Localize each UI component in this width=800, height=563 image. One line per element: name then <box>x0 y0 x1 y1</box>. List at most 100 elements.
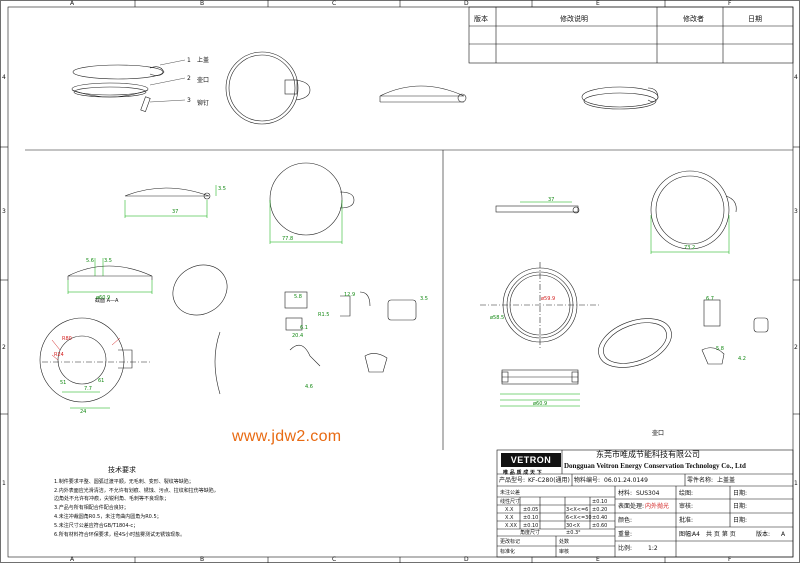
lid-hinge-details <box>701 299 769 365</box>
dim-37-b: 37 <box>548 197 555 203</box>
inner-border <box>7 6 794 558</box>
check-label: 审核: <box>679 503 694 510</box>
tol-r0-c0: 线性尺寸 <box>500 499 521 505</box>
dim-r24: R24 <box>54 352 64 358</box>
side-view-1 <box>379 85 467 103</box>
format-label: 图幅: <box>679 531 694 538</box>
date-label-1: 日期: <box>733 490 748 497</box>
cover-side-view <box>124 187 211 200</box>
col-label-e-bottom: E <box>596 556 600 563</box>
tol-r0-c3: ±0.10 <box>592 499 608 505</box>
tol-r3-c1: ±0.10 <box>523 523 539 529</box>
dim-5-6: 5.6 <box>86 258 94 264</box>
col-label-f-bottom: F <box>728 556 732 563</box>
date-label-3: 日期: <box>733 517 748 524</box>
format-value: A4 <box>692 531 700 538</box>
surface-label: 表面处理: <box>618 503 645 510</box>
label-pin: 铆钉 <box>197 100 210 107</box>
dim-3-5: 3.5 <box>218 186 226 192</box>
rev-header-description: 修改说明 <box>560 15 588 23</box>
dim-4-2: 4.2 <box>738 356 746 362</box>
dim-77-8: 77.8 <box>282 236 294 242</box>
angle-label: 角度尺寸 <box>520 530 541 536</box>
dim-12-9: 12.9 <box>344 292 356 298</box>
col-label-c: C <box>332 0 337 7</box>
material-code-label: 物料编号: <box>574 477 601 484</box>
dim-6-7: 6.7 <box>706 296 714 302</box>
company-name-cn: 东莞市唯成节能科技有限公司 <box>596 450 700 459</box>
product-model: KF-C280(通用) <box>528 477 570 484</box>
dim-51: 51 <box>60 380 67 386</box>
cover-section-view <box>67 265 153 280</box>
company-logo: VETRON <box>501 453 561 467</box>
tol-r2-c0: X.X <box>505 515 514 521</box>
scale-label: 比例: <box>618 545 633 552</box>
lid-side-view <box>495 205 580 214</box>
hinge-details <box>284 291 417 373</box>
top-circle-view <box>225 51 311 125</box>
section-label: 截面 A—A <box>95 298 119 304</box>
watermark: www.jdw2.com <box>232 428 342 445</box>
col-label-e: E <box>596 0 600 7</box>
tolerance-title: 未注公差 <box>500 490 521 496</box>
mouth-label: 壶口 <box>652 430 665 437</box>
dim-4-6: 4.6 <box>305 384 313 390</box>
tol-r1-c3: ±0.20 <box>592 507 608 513</box>
dim-6-1: 6.1 <box>300 325 308 331</box>
surface-value: 内外抛光 <box>645 503 670 510</box>
approve-label: 批准: <box>679 517 694 524</box>
part-name: 上盖盖 <box>717 477 736 484</box>
dim-73-2: 73.2 <box>684 245 696 251</box>
col-label-c-bottom: C <box>332 556 337 563</box>
callout-2: 2 <box>187 75 191 82</box>
dim-5-8: 5.8 <box>294 294 302 300</box>
row-label-1: 1 <box>2 480 6 487</box>
product-model-label: 产品型号: <box>499 477 526 484</box>
sign-row-4: 审核 <box>559 549 570 555</box>
requirements-title: 技术要求 <box>108 466 136 474</box>
version-value: A <box>781 531 786 538</box>
dim-5-8b: 5.8 <box>716 346 724 352</box>
requirement-1: 1.制件要求平整、圆弧过渡平顺，无毛刺、变形、裂纹等缺陷； <box>54 479 194 485</box>
material-value: SUS304 <box>636 490 660 497</box>
dim-37-a: 37 <box>172 209 179 215</box>
dim-20-4: 20.4 <box>292 333 304 339</box>
dim-r80: R80 <box>62 336 72 342</box>
row-label-2-right: 2 <box>794 344 798 351</box>
color-label: 颜色: <box>618 517 633 524</box>
drawn-label: 绘图: <box>679 490 694 497</box>
dim-60-9: ø60.9 <box>96 295 111 301</box>
sign-row-1: 更改标记 <box>500 539 521 545</box>
col-label-a: A <box>70 0 75 7</box>
tol-r2-c3: ±0.40 <box>592 515 608 521</box>
sign-row-2: 标准化 <box>500 549 516 555</box>
tol-r2-c1: ±0.10 <box>523 515 539 521</box>
col-label-a-bottom: A <box>70 556 75 563</box>
callout-1: 1 <box>187 57 191 64</box>
company-name-en: Dongguan Veitron Energy Conservation Tec… <box>564 462 746 470</box>
row-label-2: 2 <box>2 344 6 351</box>
dim-58-5: ø58.5 <box>490 315 505 321</box>
label-cover: 上盖 <box>197 57 210 64</box>
weight-label: 重量: <box>618 531 633 538</box>
scale-value: 1:2 <box>648 545 658 552</box>
date-label-2: 日期: <box>733 503 748 510</box>
sign-row-3: 处数 <box>559 539 570 545</box>
exploded-view <box>71 59 186 112</box>
tol-r1-c1: ±0.05 <box>523 507 539 513</box>
iso-view-1 <box>581 86 659 110</box>
cover-edge-view <box>214 331 221 395</box>
part-name-label: 零件名称: <box>687 477 714 484</box>
tol-r1-c2: 3<X<=6 <box>566 507 589 513</box>
rev-header-version: 版本 <box>474 15 488 23</box>
tol-r3-c2: 30<X <box>566 523 580 529</box>
row-label-4: 4 <box>2 74 6 81</box>
row-label-3: 3 <box>2 208 6 215</box>
col-label-d-bottom: D <box>464 556 469 563</box>
angle-value: ±0.3° <box>566 530 581 536</box>
rev-header-date: 日期 <box>748 15 762 23</box>
label-lid: 壶口 <box>197 77 210 84</box>
version-label: 版本: <box>756 531 771 538</box>
col-label-f: F <box>728 0 732 7</box>
